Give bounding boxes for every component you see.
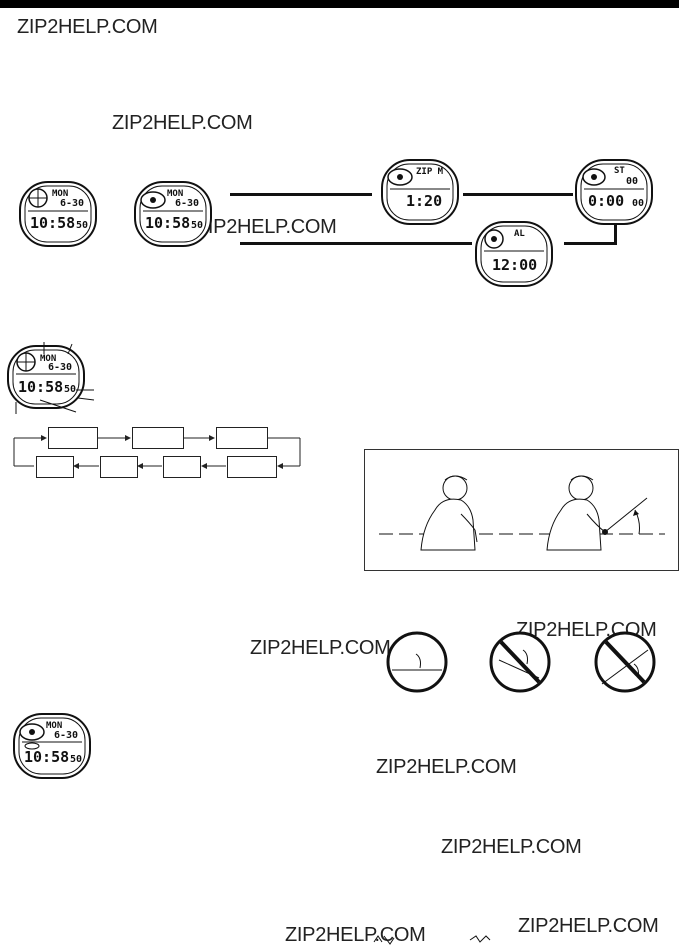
lcd-seconds: 50 <box>64 384 76 395</box>
watch-illustration: MON 6-30 10:58 50 <box>4 340 96 416</box>
watermark: ZIP2HELP.COM <box>250 637 391 659</box>
lcd-date: 00 <box>626 176 638 187</box>
lcd-date: 6-30 <box>48 362 72 373</box>
watch-illustration: AL 12:00 <box>472 220 556 288</box>
lcd-seconds: 00 <box>632 198 644 209</box>
sketch-fragment <box>372 932 396 946</box>
mode-flow-line <box>230 193 372 196</box>
lcd-date: 6-30 <box>175 198 199 209</box>
lcd-time: 10:58 <box>30 214 75 232</box>
watermark: ZIP2HELP.COM <box>112 112 253 134</box>
watermark: ZIP2HELP.COM <box>17 16 158 38</box>
mode-flow-line <box>463 193 573 196</box>
lcd-top: MON <box>52 189 68 199</box>
lcd-time: 10:58 <box>18 378 63 396</box>
mode-flow-line <box>614 210 617 244</box>
watch-illustration: MON 6-30 10:58 50 <box>16 180 100 248</box>
lcd-seconds: 50 <box>191 220 203 231</box>
lcd-time: 1:20 <box>406 192 442 210</box>
watermark: ZIP2HELP.COM <box>196 216 337 238</box>
lcd-top: MON <box>167 189 183 199</box>
lcd-time: 0:00 <box>588 192 624 210</box>
lcd-seconds: 50 <box>70 754 82 765</box>
lcd-time: 12:00 <box>492 256 537 274</box>
watermark: ZIP2HELP.COM <box>441 836 582 858</box>
lcd-date: 6-30 <box>54 730 78 741</box>
watch-illustration: ST 00 0:00 00 <box>572 158 656 226</box>
watch-illustration: MON 6-30 10:58 50 <box>10 712 94 780</box>
lcd-top: MON <box>46 721 62 731</box>
lcd-top: MON <box>40 354 56 364</box>
sketch-fragment <box>468 932 492 946</box>
flow-box <box>227 456 277 478</box>
watermark: ZIP2HELP.COM <box>285 924 426 946</box>
lcd-time: 10:58 <box>145 214 190 232</box>
flow-arrows <box>10 430 306 480</box>
view-angle-ok-icon <box>386 630 448 694</box>
watermark: ZIP2HELP.COM <box>376 756 517 778</box>
watch-illustration: MON 6-30 10:58 50 <box>131 180 215 248</box>
lcd-seconds: 50 <box>76 220 88 231</box>
view-angle-prohibited-icon <box>489 630 551 694</box>
view-angle-prohibited-icon <box>594 630 656 694</box>
mode-flow-line <box>564 242 617 245</box>
mode-flow-line <box>240 242 472 245</box>
flow-box <box>163 456 201 478</box>
watermark: ZIP2HELP.COM <box>518 915 659 937</box>
lcd-date: 6-30 <box>60 198 84 209</box>
top-rule <box>0 0 679 8</box>
lcd-top: ST <box>614 166 625 176</box>
lcd-time: 10:58 <box>24 748 69 766</box>
lcd-top: ZIP M <box>416 167 444 177</box>
lcd-top: AL <box>514 229 525 239</box>
wrist-angle-illustration-frame <box>364 449 679 571</box>
watch-illustration: ZIP M 1:20 <box>378 158 462 226</box>
